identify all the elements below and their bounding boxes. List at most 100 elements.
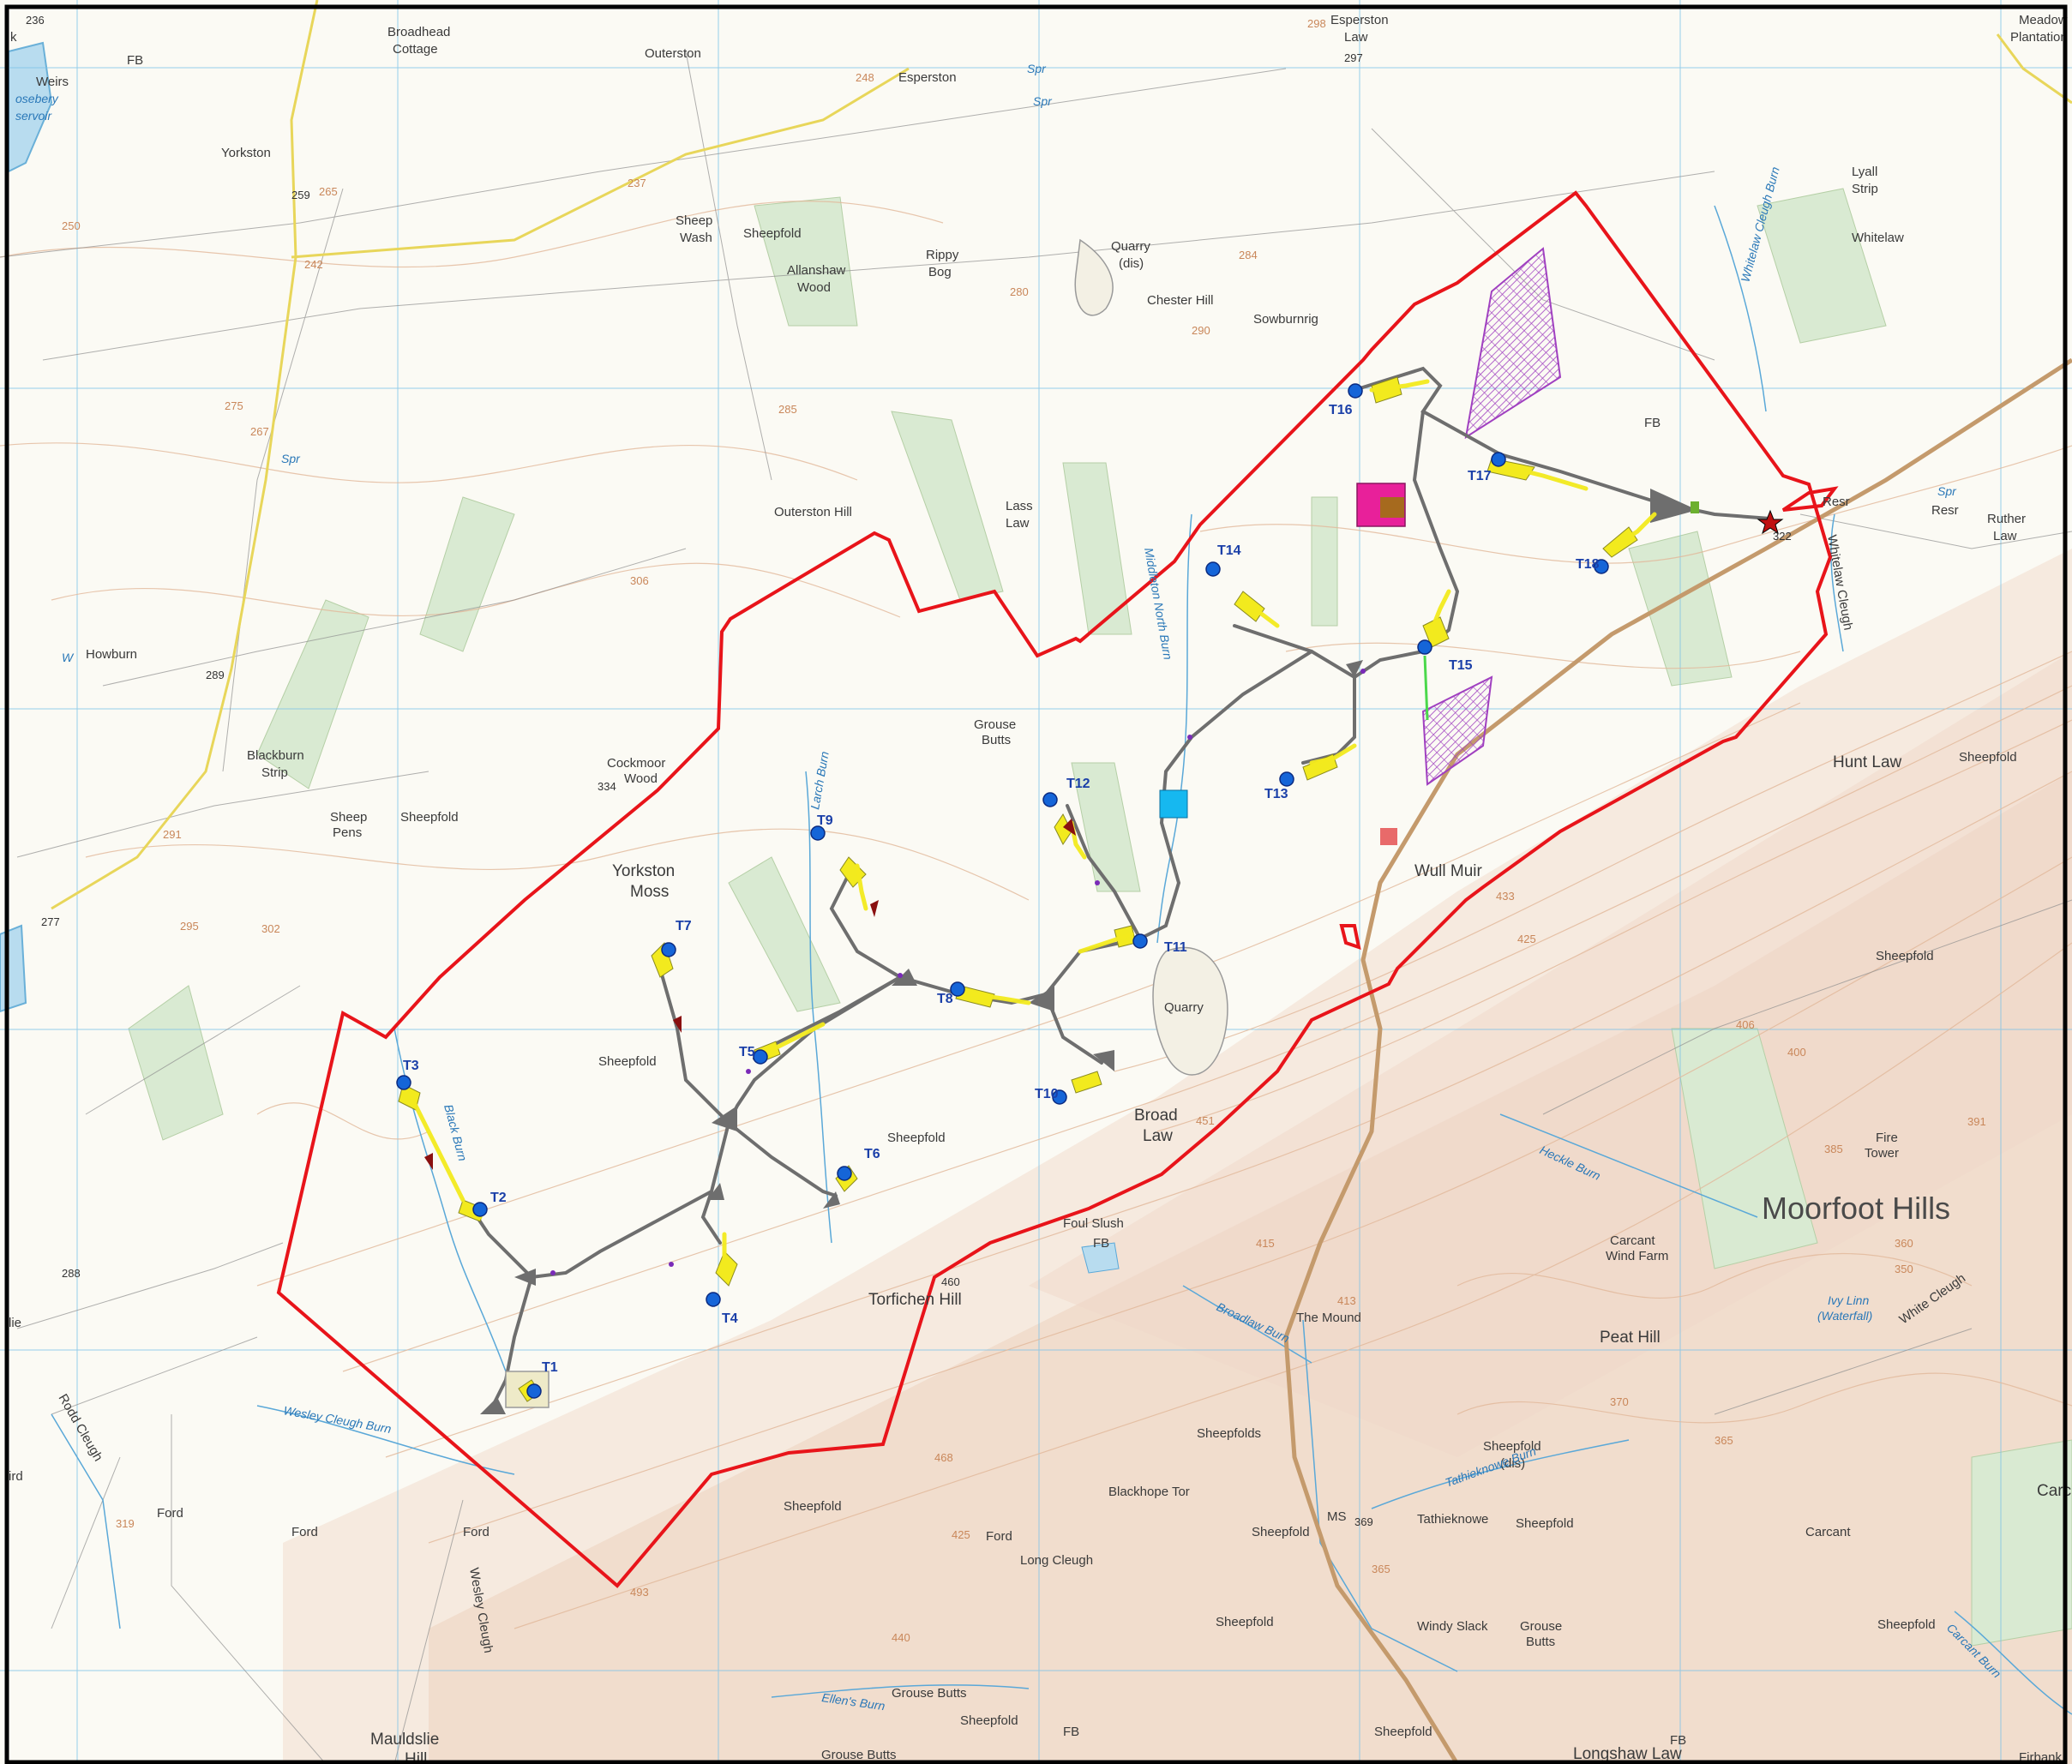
turbine-label-t12: T12 [1066, 777, 1090, 791]
boundary-inset [1339, 924, 1361, 950]
turbine-label-t16: T16 [1329, 403, 1353, 417]
place-label: Sheepfold [784, 1499, 842, 1514]
place-label: Sheepfolds [1197, 1426, 1261, 1441]
place-label: Sheepfold [1252, 1525, 1310, 1539]
height-label: 237 [628, 177, 646, 189]
height-label: 289 [206, 669, 225, 681]
place-label: Grouse Butts [821, 1748, 897, 1762]
carcant-burn-line [1954, 1611, 2072, 1715]
height-label: 250 [62, 219, 81, 232]
place-label: Law [1006, 516, 1030, 531]
place-label: Wash [680, 231, 712, 245]
turbine-marker-t6 [837, 1166, 852, 1181]
lyall-strip [1757, 188, 1887, 344]
turbine-marker-t12 [1042, 792, 1058, 807]
height-label: 248 [856, 71, 874, 84]
substation-marker [1691, 501, 1699, 513]
woodland-patches [128, 188, 2072, 1647]
place-labels: Broadhead Cottage Outerston Esperston Es… [9, 13, 2071, 1764]
turbine-label-t1: T1 [542, 1360, 558, 1375]
height-label: 400 [1787, 1046, 1806, 1059]
place-label: Carcant [1610, 1233, 1655, 1248]
turbine-marker-t18 [1594, 559, 1609, 574]
turbine-marker-t9 [810, 825, 826, 841]
place-label: Sheepfold [598, 1054, 657, 1069]
place-label: Carcant [1805, 1525, 1851, 1539]
place-label: Meadow [2019, 13, 2068, 27]
minor-road-ne [1996, 33, 2072, 105]
water-label: Spr [1937, 484, 1957, 498]
place-label: Peat Hill [1600, 1329, 1661, 1347]
place-label: Quarry [1111, 239, 1150, 254]
turbine-label-t9: T9 [817, 813, 833, 828]
minor-road-north [291, 67, 910, 259]
main-road [1283, 357, 2072, 1764]
water-label: Spr [281, 452, 301, 465]
watercourse-crossings [550, 669, 1366, 1275]
place-label: Quarry [1164, 1000, 1204, 1015]
broadlaw-burn-line [1182, 1285, 1312, 1364]
place-label: FB [1670, 1733, 1686, 1748]
height-label: 291 [163, 828, 182, 841]
place-label: Wood [624, 771, 658, 786]
place-label: Wood [797, 280, 831, 295]
place-label: Blackhope Tor [1108, 1485, 1190, 1499]
place-label: FB [1093, 1236, 1109, 1251]
place-label: Butts [1526, 1635, 1555, 1649]
height-label: 350 [1895, 1263, 1913, 1275]
laydown-ribbons [409, 379, 1657, 1263]
place-label: (dis) [1119, 256, 1144, 271]
place-label: Wind Farm [1606, 1249, 1668, 1263]
place-label: Ford [986, 1529, 1012, 1544]
turbine-label-t3: T3 [403, 1059, 419, 1073]
woodland-strip-north [1062, 462, 1132, 635]
height-label: 460 [941, 1275, 960, 1288]
allanshaw-wood [754, 196, 858, 327]
turbine-marker-t2 [472, 1202, 488, 1217]
place-label: Esperston [1330, 13, 1389, 27]
height-label: 284 [1239, 249, 1258, 261]
crane-pad-markers [424, 819, 1076, 1170]
height-label: 391 [1967, 1115, 1986, 1128]
water-label: Spr [1027, 62, 1047, 75]
substation-compound [1380, 497, 1404, 518]
place-label: lie [9, 1316, 21, 1330]
place-label: The Mound [1296, 1311, 1361, 1325]
place-label: Sheepfold [743, 226, 802, 241]
place-label: Whitelaw [1852, 231, 1904, 245]
place-label: Esperston [898, 70, 957, 85]
site-boundary [276, 190, 1833, 1588]
place-label: Moss [630, 883, 669, 901]
height-label: 360 [1895, 1237, 1913, 1250]
water-label: Spr [1033, 94, 1053, 108]
turbine-marker-t3 [396, 1075, 411, 1090]
height-label: 385 [1824, 1143, 1843, 1155]
place-label: Tathieknowe [1417, 1512, 1488, 1527]
place-label: Strip [261, 765, 288, 780]
place-label: (dis) [1500, 1456, 1525, 1471]
whitelaw-cleugh-line [1830, 513, 1844, 652]
height-label: 267 [250, 425, 269, 438]
height-label: 415 [1256, 1237, 1275, 1250]
place-label: Sheepfold [1516, 1516, 1574, 1531]
place-label: Outerston Hill [774, 505, 852, 519]
place-label: Cockmoor [607, 756, 665, 771]
height-label: 406 [1736, 1018, 1755, 1031]
height-label: 302 [261, 922, 280, 935]
place-label: Broad [1134, 1107, 1178, 1125]
place-label: Longshaw Law [1573, 1745, 1682, 1763]
height-label: 297 [1344, 51, 1363, 64]
place-label: Yorkston [221, 146, 271, 160]
turbine-label-t7: T7 [676, 919, 692, 933]
track-t12-branch [1066, 804, 1142, 940]
place-label: Blackburn [247, 748, 304, 763]
height-label: 306 [630, 574, 649, 587]
height-label: 298 [1307, 17, 1326, 30]
place-label: Rippy [926, 248, 959, 262]
track-t6-branch [727, 1121, 838, 1197]
turbine-label-t10: T10 [1035, 1087, 1059, 1101]
place-label: k [10, 30, 17, 45]
turbine-marker-t1 [526, 1383, 542, 1399]
place-label: Sheep [676, 213, 712, 228]
water-label: W [62, 651, 75, 664]
